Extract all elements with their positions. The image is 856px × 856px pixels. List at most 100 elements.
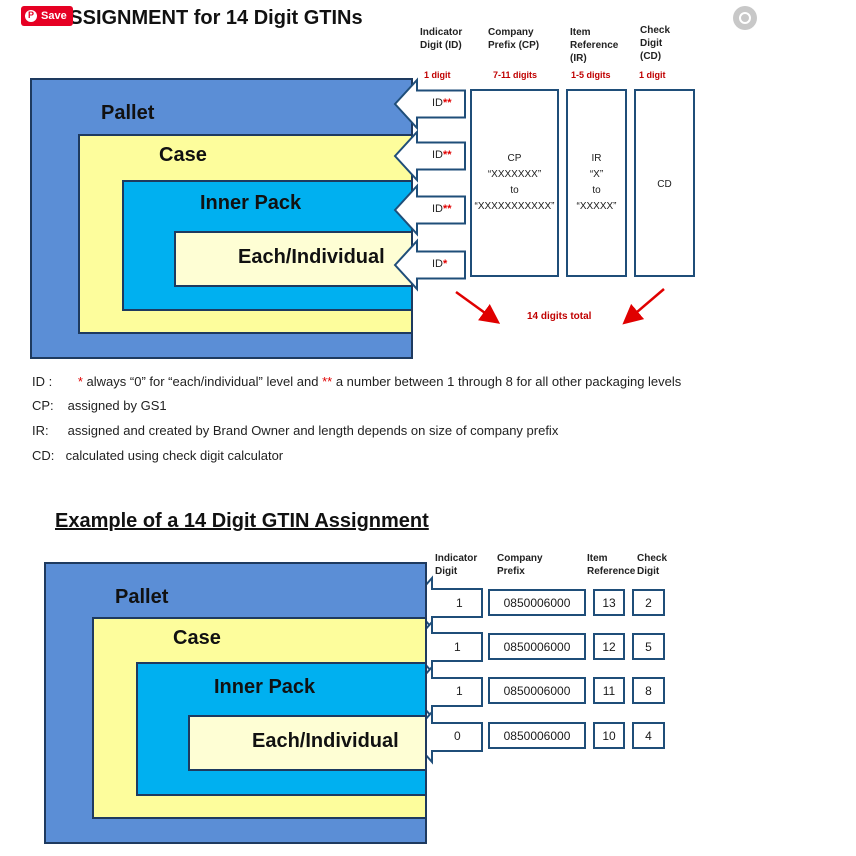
ex-row2-id: 1 [454, 640, 461, 654]
ex-row4-ir: 10 [593, 722, 625, 749]
ex-row1-ir-text: 13 [602, 595, 616, 610]
cp-box-line4: “XXXXXXXXXXX” [474, 201, 555, 212]
header-id-line2: Digit (ID) [420, 40, 462, 51]
ex-header-cd-line1: Check [637, 553, 668, 564]
example-title: Example of a 14 Digit GTIN Assignment [55, 510, 429, 532]
ex-row4-cp-text: 0850006000 [503, 728, 571, 743]
legend-id-text1: always “0” for “each/individual” level a… [82, 374, 323, 389]
ir-box: IR “X” to “XXXXX” [566, 89, 627, 277]
legend-id: ID : * always “0” for “each/individual” … [32, 374, 681, 389]
red-arrow-right [622, 288, 665, 325]
ex-row3-ir-text: 11 [602, 683, 616, 698]
ex-row1-cp: 0850006000 [488, 589, 586, 616]
pinterest-icon [25, 10, 37, 22]
ex-header-cd-line2: Digit [637, 566, 660, 577]
ex-row2-cd: 5 [632, 633, 665, 660]
ex-header-id-line1: Indicator [435, 553, 478, 564]
save-button[interactable]: Save [21, 6, 73, 26]
pallet-label: Pallet [101, 102, 155, 124]
legend-cd-text: calculated using check digit calculator [65, 448, 284, 463]
arrow-label-each-mark: * [443, 258, 448, 270]
arrow-label-inner-text: ID [432, 203, 443, 215]
ex-row2-cd-text: 5 [645, 639, 652, 654]
ex-row3-cp: 0850006000 [488, 677, 586, 704]
save-label: Save [41, 10, 67, 22]
ex-row2-ir: 12 [593, 633, 625, 660]
inner-pack-label: Inner Pack [200, 192, 302, 214]
each-label: Each/Individual [238, 246, 385, 268]
ex-row3-cp-text: 0850006000 [503, 683, 571, 698]
ex-row4-id: 0 [454, 729, 461, 743]
legend-ir: IR: assigned and created by Brand Owner … [32, 423, 558, 438]
arrow-label-inner: ID** [432, 203, 452, 215]
legend-ir-key: IR: [32, 423, 49, 438]
ex-each-box [188, 715, 427, 771]
legend-cp: CP: assigned by GS1 [32, 398, 167, 413]
header-id: Indicator Digit (ID) [420, 26, 462, 52]
header-ir-line2: Reference [570, 40, 619, 51]
arrow-label-inner-mark: ** [443, 203, 452, 215]
red-arrow-left [455, 290, 501, 324]
ex-header-ir-line1: Item [587, 553, 608, 564]
top-title-text: … ASSIGNMENT for 14 Digit GTINs [30, 7, 363, 29]
ex-each-label: Each/Individual [252, 730, 399, 752]
cp-box-line1: CP [507, 153, 522, 164]
ex-row1-id: 1 [456, 596, 463, 610]
header-cp-line1: Company [488, 27, 534, 38]
ir-box-line4: “XXXXX” [576, 201, 617, 212]
ex-header-ir-line2: Reference [587, 566, 636, 577]
cd-box: CD [634, 89, 695, 277]
ex-row1-cp-text: 0850006000 [503, 595, 571, 610]
legend-cd-key: CD: [32, 448, 55, 463]
header-cp: Company Prefix (CP) [488, 26, 539, 52]
cp-box-line2: “XXXXXXX” [487, 169, 542, 180]
ex-row2-ir-text: 12 [602, 639, 616, 654]
header-ir: Item Reference (IR) [570, 26, 618, 65]
header-cd-line3: (CD) [640, 51, 662, 62]
ex-row3-cd: 8 [632, 677, 665, 704]
ir-box-line3: to [592, 185, 601, 196]
ex-header-id: Indicator Digit [435, 552, 477, 578]
header-id-line1: Indicator [420, 27, 463, 38]
each-box [174, 231, 413, 287]
arrow-label-case-text: ID [432, 149, 443, 161]
ex-header-cp-line2: Prefix [497, 566, 525, 577]
range-id: 1 digit [424, 70, 451, 80]
ex-row4-cp: 0850006000 [488, 722, 586, 749]
total-label: 14 digits total [527, 311, 592, 322]
arrow-label-pallet-mark: ** [443, 97, 452, 109]
header-ir-line1: Item [570, 27, 591, 38]
arrow-label-pallet: ID** [432, 97, 452, 109]
arrow-label-case: ID** [432, 149, 452, 161]
arrow-label-each: ID* [432, 258, 447, 270]
legend-ir-text: assigned and created by Brand Owner and … [67, 423, 559, 438]
ex-header-cp-line1: Company [497, 553, 543, 564]
ex-header-id-line2: Digit [435, 566, 458, 577]
ex-row2-cp-text: 0850006000 [503, 639, 571, 654]
ex-row3-ir: 11 [593, 677, 625, 704]
ex-row1-ir: 13 [593, 589, 625, 616]
ir-box-line2: “X” [589, 169, 604, 180]
legend-id-star1: * [77, 374, 83, 389]
ex-header-cp: Company Prefix [497, 552, 543, 578]
ex-row4-cd: 4 [632, 722, 665, 749]
range-ir: 1-5 digits [571, 70, 611, 80]
header-ir-line3: (IR) [570, 53, 587, 64]
ex-row2-cp: 0850006000 [488, 633, 586, 660]
arrow-label-case-mark: ** [443, 149, 452, 161]
legend-id-key: ID : [32, 374, 53, 389]
pin-icon[interactable] [733, 6, 757, 30]
ex-header-ir: Item Reference [587, 552, 635, 578]
legend-cp-text: assigned by GS1 [67, 398, 167, 413]
ex-row4-ir-text: 10 [602, 728, 616, 743]
top-title: … ASSIGNMENT for 14 Digit GTINs [30, 7, 363, 30]
ex-header-cd: Check Digit [637, 552, 667, 578]
legend-id-text2: a number between 1 through 8 for all oth… [332, 374, 682, 389]
ex-row3-cd-text: 8 [645, 683, 652, 698]
range-cd: 1 digit [639, 70, 666, 80]
legend-cd: CD: calculated using check digit calcula… [32, 448, 283, 463]
ex-row3-id: 1 [456, 684, 463, 698]
cd-box-line1: CD [657, 179, 672, 190]
arrow-label-each-text: ID [432, 258, 443, 270]
ex-inner-pack-label: Inner Pack [214, 676, 316, 698]
